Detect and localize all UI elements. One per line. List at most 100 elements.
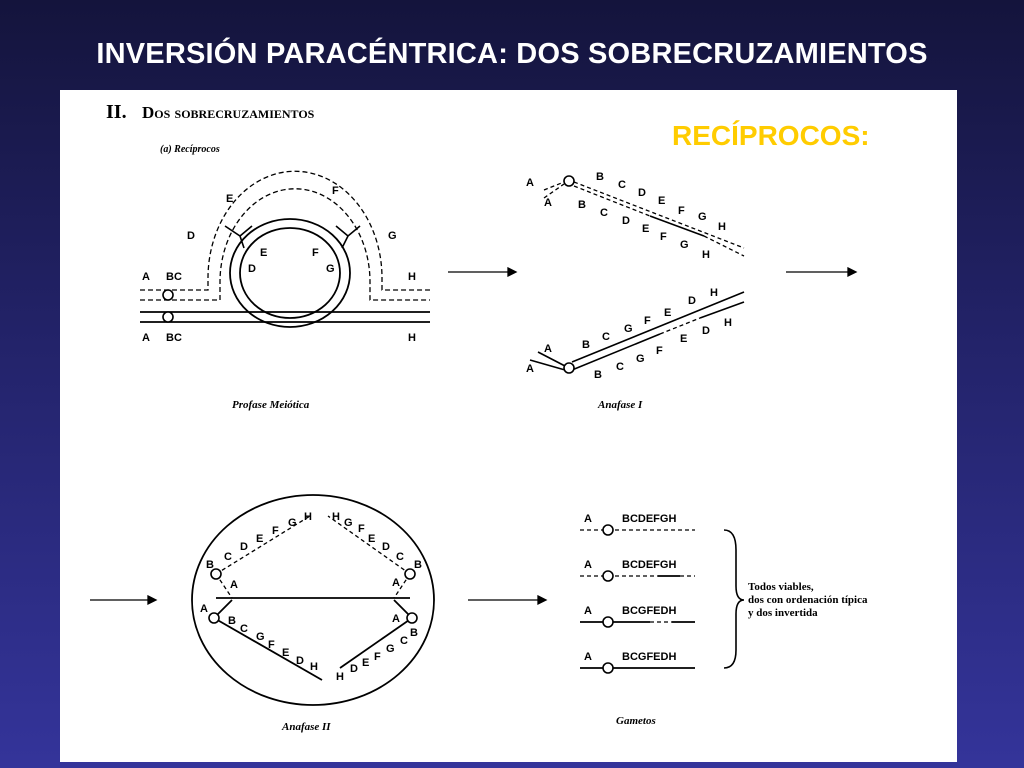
caption-anaphase2: Anafase II: [281, 721, 331, 733]
gamete-1-right: BCDEFGH: [622, 513, 676, 525]
caption-gametes: Gametos: [616, 715, 656, 727]
svg-text:B: B: [414, 559, 422, 571]
reciprocos-label: RECÍPROCOS:: [672, 120, 870, 152]
svg-text:F: F: [660, 231, 667, 243]
svg-text:G: G: [386, 643, 395, 655]
svg-text:H: H: [702, 249, 710, 261]
svg-text:B: B: [596, 171, 604, 183]
svg-text:D: D: [240, 541, 248, 553]
svg-text:D: D: [638, 187, 646, 199]
svg-text:D: D: [622, 215, 630, 227]
svg-text:BC: BC: [166, 271, 182, 283]
svg-text:C: C: [396, 551, 404, 563]
svg-text:C: C: [224, 551, 232, 563]
svg-text:H: H: [304, 511, 312, 523]
svg-text:E: E: [260, 247, 267, 259]
svg-text:C: C: [616, 361, 624, 373]
figure-subheading: (a) Recíprocos: [160, 144, 220, 155]
svg-text:H: H: [336, 671, 344, 683]
svg-text:A: A: [200, 603, 208, 615]
svg-text:A: A: [142, 271, 150, 283]
svg-text:A: A: [142, 332, 150, 344]
svg-text:E: E: [680, 333, 687, 345]
figure-panel: II. Dos sobrecruzamientos (a) Recíprocos…: [60, 90, 957, 762]
svg-text:H: H: [408, 271, 416, 283]
svg-text:B: B: [228, 615, 236, 627]
svg-text:H: H: [710, 287, 718, 299]
svg-text:C: C: [400, 635, 408, 647]
gamete-note-line2: dos con ordenación típica: [748, 594, 868, 606]
figure-heading: Dos sobrecruzamientos: [142, 103, 315, 122]
svg-text:D: D: [187, 230, 195, 242]
svg-text:D: D: [702, 325, 710, 337]
anaphase2-diagram: [192, 495, 434, 705]
gamete-3-left: A: [584, 605, 592, 617]
svg-text:C: C: [600, 207, 608, 219]
gamete-3-right: BCGFEDH: [622, 605, 676, 617]
svg-text:H: H: [408, 332, 416, 344]
gamete-4-left: A: [584, 651, 592, 663]
svg-text:A: A: [544, 197, 552, 209]
svg-text:E: E: [658, 195, 665, 207]
svg-text:A: A: [230, 579, 238, 591]
caption-prophase: Profase Meiótica: [232, 399, 310, 411]
svg-text:B: B: [206, 559, 214, 571]
gamete-note-line3: y dos invertida: [748, 607, 818, 619]
svg-text:F: F: [678, 205, 685, 217]
svg-text:F: F: [312, 247, 319, 259]
gamete-note-line1: Todos viables,: [748, 581, 814, 593]
svg-text:F: F: [332, 185, 339, 197]
gamete-2-right: BCDEFGH: [622, 559, 676, 571]
svg-text:G: G: [388, 230, 397, 242]
svg-text:B: B: [578, 199, 586, 211]
svg-text:B: B: [410, 627, 418, 639]
svg-text:D: D: [350, 663, 358, 675]
svg-text:E: E: [256, 533, 263, 545]
svg-text:G: G: [344, 517, 353, 529]
svg-text:A: A: [392, 613, 400, 625]
svg-text:F: F: [358, 523, 365, 535]
svg-text:G: G: [698, 211, 707, 223]
svg-text:E: E: [226, 193, 233, 205]
figure-heading-roman: II.: [106, 101, 127, 123]
svg-text:B: B: [582, 339, 590, 351]
svg-text:E: E: [282, 647, 289, 659]
svg-text:F: F: [656, 345, 663, 357]
svg-text:BC: BC: [166, 332, 182, 344]
svg-text:F: F: [268, 639, 275, 651]
svg-text:G: G: [326, 263, 335, 275]
svg-text:C: C: [602, 331, 610, 343]
svg-text:E: E: [362, 657, 369, 669]
svg-text:D: D: [296, 655, 304, 667]
gamete-2-left: A: [584, 559, 592, 571]
inversion-diagram: II. Dos sobrecruzamientos (a) Recíprocos…: [60, 90, 957, 762]
anaphase1-diagram: [530, 176, 744, 373]
svg-text:A: A: [544, 343, 552, 355]
svg-text:B: B: [594, 369, 602, 381]
gamete-4-right: BCGFEDH: [622, 651, 676, 663]
svg-text:H: H: [724, 317, 732, 329]
svg-text:E: E: [664, 307, 671, 319]
svg-text:E: E: [642, 223, 649, 235]
svg-text:H: H: [332, 511, 340, 523]
svg-text:H: H: [310, 661, 318, 673]
svg-text:F: F: [644, 315, 651, 327]
svg-text:F: F: [272, 525, 279, 537]
gamete-1-left: A: [584, 513, 592, 525]
svg-text:C: C: [240, 623, 248, 635]
svg-text:A: A: [526, 177, 534, 189]
caption-anaphase1: Anafase I: [597, 399, 643, 411]
svg-text:G: G: [636, 353, 645, 365]
svg-text:G: G: [288, 517, 297, 529]
svg-text:H: H: [718, 221, 726, 233]
svg-text:D: D: [688, 295, 696, 307]
svg-text:G: G: [256, 631, 265, 643]
svg-text:F: F: [374, 651, 381, 663]
slide-title: INVERSIÓN PARACÉNTRICA: DOS SOBRECRUZAMI…: [0, 38, 1024, 71]
svg-text:G: G: [624, 323, 633, 335]
svg-text:A: A: [526, 363, 534, 375]
svg-text:G: G: [680, 239, 689, 251]
svg-text:D: D: [382, 541, 390, 553]
svg-text:A: A: [392, 577, 400, 589]
svg-text:E: E: [368, 533, 375, 545]
